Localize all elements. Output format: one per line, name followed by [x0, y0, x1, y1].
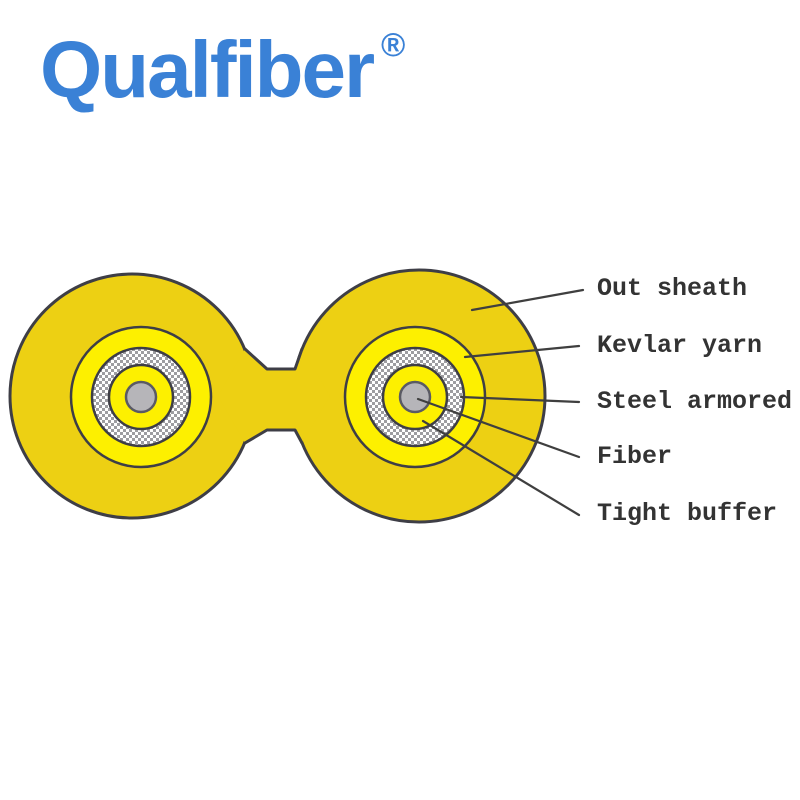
leader-line-fiber — [416, 397, 581, 459]
right-cable-layers — [343, 325, 487, 469]
leader-lines — [416, 288, 585, 517]
logo-wordmark: Qualfiber — [40, 25, 375, 114]
label-fiber: Fiber — [597, 442, 673, 471]
leader-line-out-sheath — [470, 288, 585, 312]
leader-line-steel-armored — [459, 395, 581, 404]
label-kevlar-yarn: Kevlar yarn — [597, 331, 763, 360]
left-cable-layers — [69, 325, 213, 469]
leader-line-kevlar-yarn — [463, 344, 581, 359]
left-fiber-core — [124, 380, 158, 414]
web-bridge — [218, 349, 330, 443]
leader-line-tight-buffer — [421, 419, 581, 517]
label-out-sheath: Out sheath — [597, 274, 748, 303]
registered-trademark-icon: ® — [381, 26, 406, 63]
label-steel-armored: Steel armored — [597, 387, 793, 416]
web-top-notch-outline — [243, 347, 304, 371]
qualfiber-logo: Qualfiber ® — [40, 24, 440, 134]
right-fiber-core — [398, 380, 432, 414]
web-bottom-notch-outline — [243, 428, 304, 445]
label-tight-buffer: Tight buffer — [597, 499, 778, 528]
